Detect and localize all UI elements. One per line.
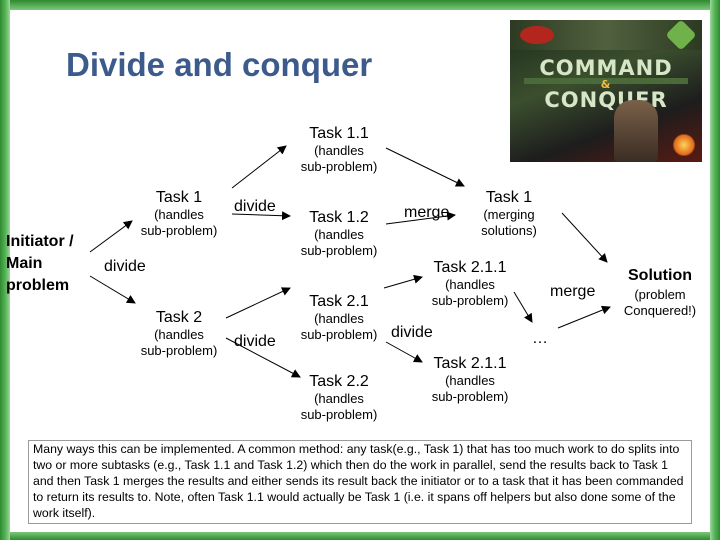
arrow-task211a-to-ellipsis xyxy=(513,291,533,323)
node-solution-sub1: (problem xyxy=(634,287,686,302)
node-task22: Task 2.2 (handles sub-problem) xyxy=(286,372,392,423)
slide-title: Divide and conquer xyxy=(66,46,373,83)
node-task211-a: Task 2.1.1 (handles sub-problem) xyxy=(414,258,526,309)
node-task1-sub2: sub-problem) xyxy=(140,223,218,238)
node-task2-sub2: sub-problem) xyxy=(140,343,218,358)
logo-word-command: COMMAND xyxy=(539,56,673,80)
label-merge-final: merge xyxy=(550,283,596,300)
node-task211-b-name: Task 2.1.1 xyxy=(433,355,507,372)
arrow-task1-to-task11 xyxy=(231,145,287,189)
node-task11-sub2: sub-problem) xyxy=(300,159,378,174)
slide-frame-left xyxy=(0,0,10,540)
node-task1-merging-sub1: (merging xyxy=(483,207,535,222)
initiator-line3: problem xyxy=(6,277,70,294)
arrow-merge-to-solution xyxy=(561,212,608,263)
node-solution-name: Solution xyxy=(628,267,692,284)
node-task12: Task 1.2 (handles sub-problem) xyxy=(286,208,392,259)
arrow-task1-to-task12 xyxy=(231,211,291,221)
arrow-task2-to-task21 xyxy=(225,287,291,319)
node-task211-a-sub1: (handles xyxy=(445,277,495,292)
node-task2: Task 2 (handles sub-problem) xyxy=(126,308,232,359)
node-task22-sub2: sub-problem) xyxy=(300,407,378,422)
soldier-figure-icon xyxy=(614,100,658,162)
node-task1-merging: Task 1 (merging solutions) xyxy=(456,188,562,239)
node-task1-sub1: (handles xyxy=(154,207,204,222)
arrow-initiator-to-task1 xyxy=(89,220,133,253)
logo-divider xyxy=(524,78,688,84)
node-task1-name: Task 1 xyxy=(155,189,203,206)
arrow-task11-to-merge xyxy=(385,147,465,187)
initiator-line1: Initiator / xyxy=(6,233,74,250)
label-divide-task2: divide xyxy=(234,333,276,350)
label-merge-task1: merge xyxy=(404,204,450,221)
initiator-line2: Main xyxy=(6,255,43,272)
slide-frame-top xyxy=(0,0,720,10)
logo-ampersand: & xyxy=(600,78,612,91)
node-task11-name: Task 1.1 xyxy=(309,125,369,142)
node-task11: Task 1.1 (handles sub-problem) xyxy=(286,124,392,175)
node-task11-sub1: (handles xyxy=(314,143,364,158)
node-task21-sub1: (handles xyxy=(314,311,364,326)
node-task22-name: Task 2.2 xyxy=(309,373,369,390)
arrow-ellipsis-to-solution xyxy=(557,305,611,329)
node-task21-name: Task 2.1 xyxy=(309,293,369,310)
label-divide-main: divide xyxy=(104,258,146,275)
node-task211-b-sub1: (handles xyxy=(445,373,495,388)
node-task12-sub2: sub-problem) xyxy=(300,243,378,258)
node-task211-b-sub2: sub-problem) xyxy=(431,389,509,404)
label-divide-task21: divide xyxy=(391,324,433,341)
label-divide-task1: divide xyxy=(234,198,276,215)
arrow-task21-to-task211a xyxy=(383,274,423,289)
node-task211-b: Task 2.1.1 (handles sub-problem) xyxy=(414,354,526,405)
node-solution: Solution (problem Conquered!) xyxy=(610,265,710,319)
node-task21: Task 2.1 (handles sub-problem) xyxy=(286,292,392,343)
node-task22-sub1: (handles xyxy=(314,391,364,406)
node-solution-sub2: Conquered!) xyxy=(623,303,697,318)
node-task2-name: Task 2 xyxy=(155,309,203,326)
description-text: Many ways this can be implemented. A com… xyxy=(28,440,692,524)
arrow-task21-to-task211b xyxy=(385,341,423,363)
node-task1-merging-sub2: solutions) xyxy=(481,223,537,238)
arrow-initiator-to-task2 xyxy=(89,275,136,304)
node-task211-a-name: Task 2.1.1 xyxy=(433,259,507,276)
node-task211-a-sub2: sub-problem) xyxy=(431,293,509,308)
node-task21-sub2: sub-problem) xyxy=(300,327,378,342)
arrow-task2-to-task22 xyxy=(225,337,301,378)
node-task2-sub1: (handles xyxy=(154,327,204,342)
slide-frame-right xyxy=(710,0,720,540)
fire-icon xyxy=(672,134,696,156)
label-ellipsis: … xyxy=(532,330,548,347)
red-emblem-icon xyxy=(520,26,554,44)
arrow-task12-to-merge xyxy=(385,211,456,225)
command-and-conquer-logo-image: COMMAND & CONQUER xyxy=(510,20,702,162)
node-task1: Task 1 (handles sub-problem) xyxy=(126,188,232,239)
initiator-main-problem: Initiator / Main problem xyxy=(6,231,92,297)
slide-frame-bottom xyxy=(0,532,720,540)
node-task12-sub1: (handles xyxy=(314,227,364,242)
node-task12-name: Task 1.2 xyxy=(309,209,369,226)
node-task1-merging-name: Task 1 xyxy=(485,189,533,206)
